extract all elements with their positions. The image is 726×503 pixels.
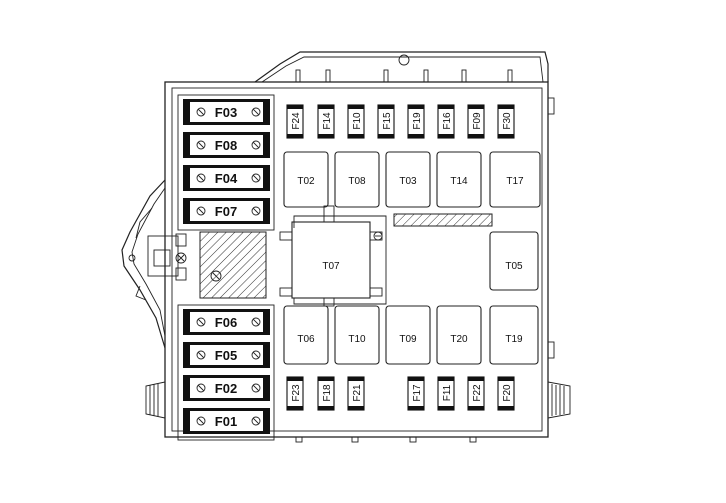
maxi-fuse-label: F04 — [215, 171, 238, 186]
maxi-fuse-label: F05 — [215, 348, 237, 363]
mini-fuse-label: F20 — [502, 384, 513, 402]
relay-t02[interactable]: T02 — [283, 151, 329, 208]
maxi-fuse-f08[interactable]: F08 — [183, 132, 270, 158]
mini-fuse-f23[interactable]: F23 — [286, 376, 304, 411]
relay-t14[interactable]: T14 — [436, 151, 482, 208]
mini-fuse-label: F22 — [472, 384, 483, 402]
mini-fuse-label: F30 — [502, 112, 513, 130]
mini-fuse-f19[interactable]: F19 — [407, 104, 425, 139]
mini-fuse-f16[interactable]: F16 — [437, 104, 455, 139]
maxi-fuse-frame-bottom — [177, 304, 275, 441]
relay-label: T10 — [348, 334, 366, 345]
maxi-fuse-f06[interactable]: F06 — [183, 309, 270, 335]
maxi-fuse-label: F02 — [215, 381, 237, 396]
relay-t19[interactable]: T19 — [489, 305, 539, 365]
mini-fuse-label: F15 — [382, 112, 393, 130]
maxi-fuse-label: F07 — [215, 204, 237, 219]
relay-t08[interactable]: T08 — [334, 151, 380, 208]
side-clip — [121, 179, 187, 349]
relay-label: T19 — [505, 334, 523, 345]
relay-label: T09 — [399, 334, 417, 345]
relay-t17[interactable]: T17 — [489, 151, 541, 208]
mini-fuse-label: F16 — [442, 112, 453, 130]
empty-slot-hatched — [199, 231, 267, 299]
mini-fuse-label: F11 — [442, 384, 453, 401]
relay-label: T02 — [297, 176, 315, 187]
maxi-fuse-f01[interactable]: F01 — [183, 408, 270, 434]
mini-fuse-label: F17 — [412, 384, 423, 402]
relay-t06[interactable]: T06 — [283, 305, 329, 365]
maxi-fuse-f04[interactable]: F04 — [183, 165, 270, 191]
hatched-bar — [393, 213, 493, 227]
mini-fuse-label: F09 — [472, 112, 483, 130]
maxi-fuse-f03[interactable]: F03 — [183, 99, 270, 125]
relay-label: T14 — [450, 176, 468, 187]
mini-fuse-label: F24 — [291, 112, 302, 130]
mini-fuse-f24[interactable]: F24 — [286, 104, 304, 139]
mini-fuse-f14[interactable]: F14 — [317, 104, 335, 139]
maxi-fuse-f07[interactable]: F07 — [183, 198, 270, 224]
relay-label: T20 — [450, 334, 468, 345]
mini-fuse-label: F14 — [322, 112, 333, 130]
mini-fuse-f10[interactable]: F10 — [347, 104, 365, 139]
mini-fuse-label: F23 — [291, 384, 302, 402]
relay-label: T06 — [297, 334, 315, 345]
mini-fuse-f20[interactable]: F20 — [497, 376, 515, 411]
relay-label: T17 — [506, 176, 524, 187]
mini-fuse-f15[interactable]: F15 — [377, 104, 395, 139]
relay-t20[interactable]: T20 — [436, 305, 482, 365]
mini-fuse-label: F19 — [412, 112, 423, 130]
maxi-fuse-label: F06 — [215, 315, 237, 330]
relay-label: T03 — [399, 176, 417, 187]
relay-t07[interactable]: T07 — [279, 205, 387, 307]
relay-t09[interactable]: T09 — [385, 305, 431, 365]
mini-fuse-f30[interactable]: F30 — [497, 104, 515, 139]
relay-label: T05 — [505, 261, 523, 272]
mini-fuse-f18[interactable]: F18 — [317, 376, 335, 411]
mini-fuse-f22[interactable]: F22 — [467, 376, 485, 411]
maxi-fuse-f02[interactable]: F02 — [183, 375, 270, 401]
mini-fuse-f17[interactable]: F17 — [407, 376, 425, 411]
relay-label: T08 — [348, 176, 366, 187]
maxi-fuse-label: F01 — [215, 414, 237, 429]
mini-fuse-label: F18 — [322, 384, 333, 402]
relay-label: T07 — [322, 261, 340, 272]
relay-t05[interactable]: T05 — [489, 231, 539, 291]
relay-t03[interactable]: T03 — [385, 151, 431, 208]
maxi-fuse-label: F03 — [215, 105, 237, 120]
maxi-fuse-label: F08 — [215, 138, 237, 153]
mini-fuse-label: F21 — [352, 384, 363, 402]
mini-fuse-label: F10 — [352, 112, 363, 130]
mini-fuse-f21[interactable]: F21 — [347, 376, 365, 411]
relay-t10[interactable]: T10 — [334, 305, 380, 365]
mini-fuse-f11[interactable]: F11 — [437, 376, 455, 411]
maxi-fuse-frame-top — [177, 94, 275, 231]
mini-fuse-f09[interactable]: F09 — [467, 104, 485, 139]
maxi-fuse-f05[interactable]: F05 — [183, 342, 270, 368]
